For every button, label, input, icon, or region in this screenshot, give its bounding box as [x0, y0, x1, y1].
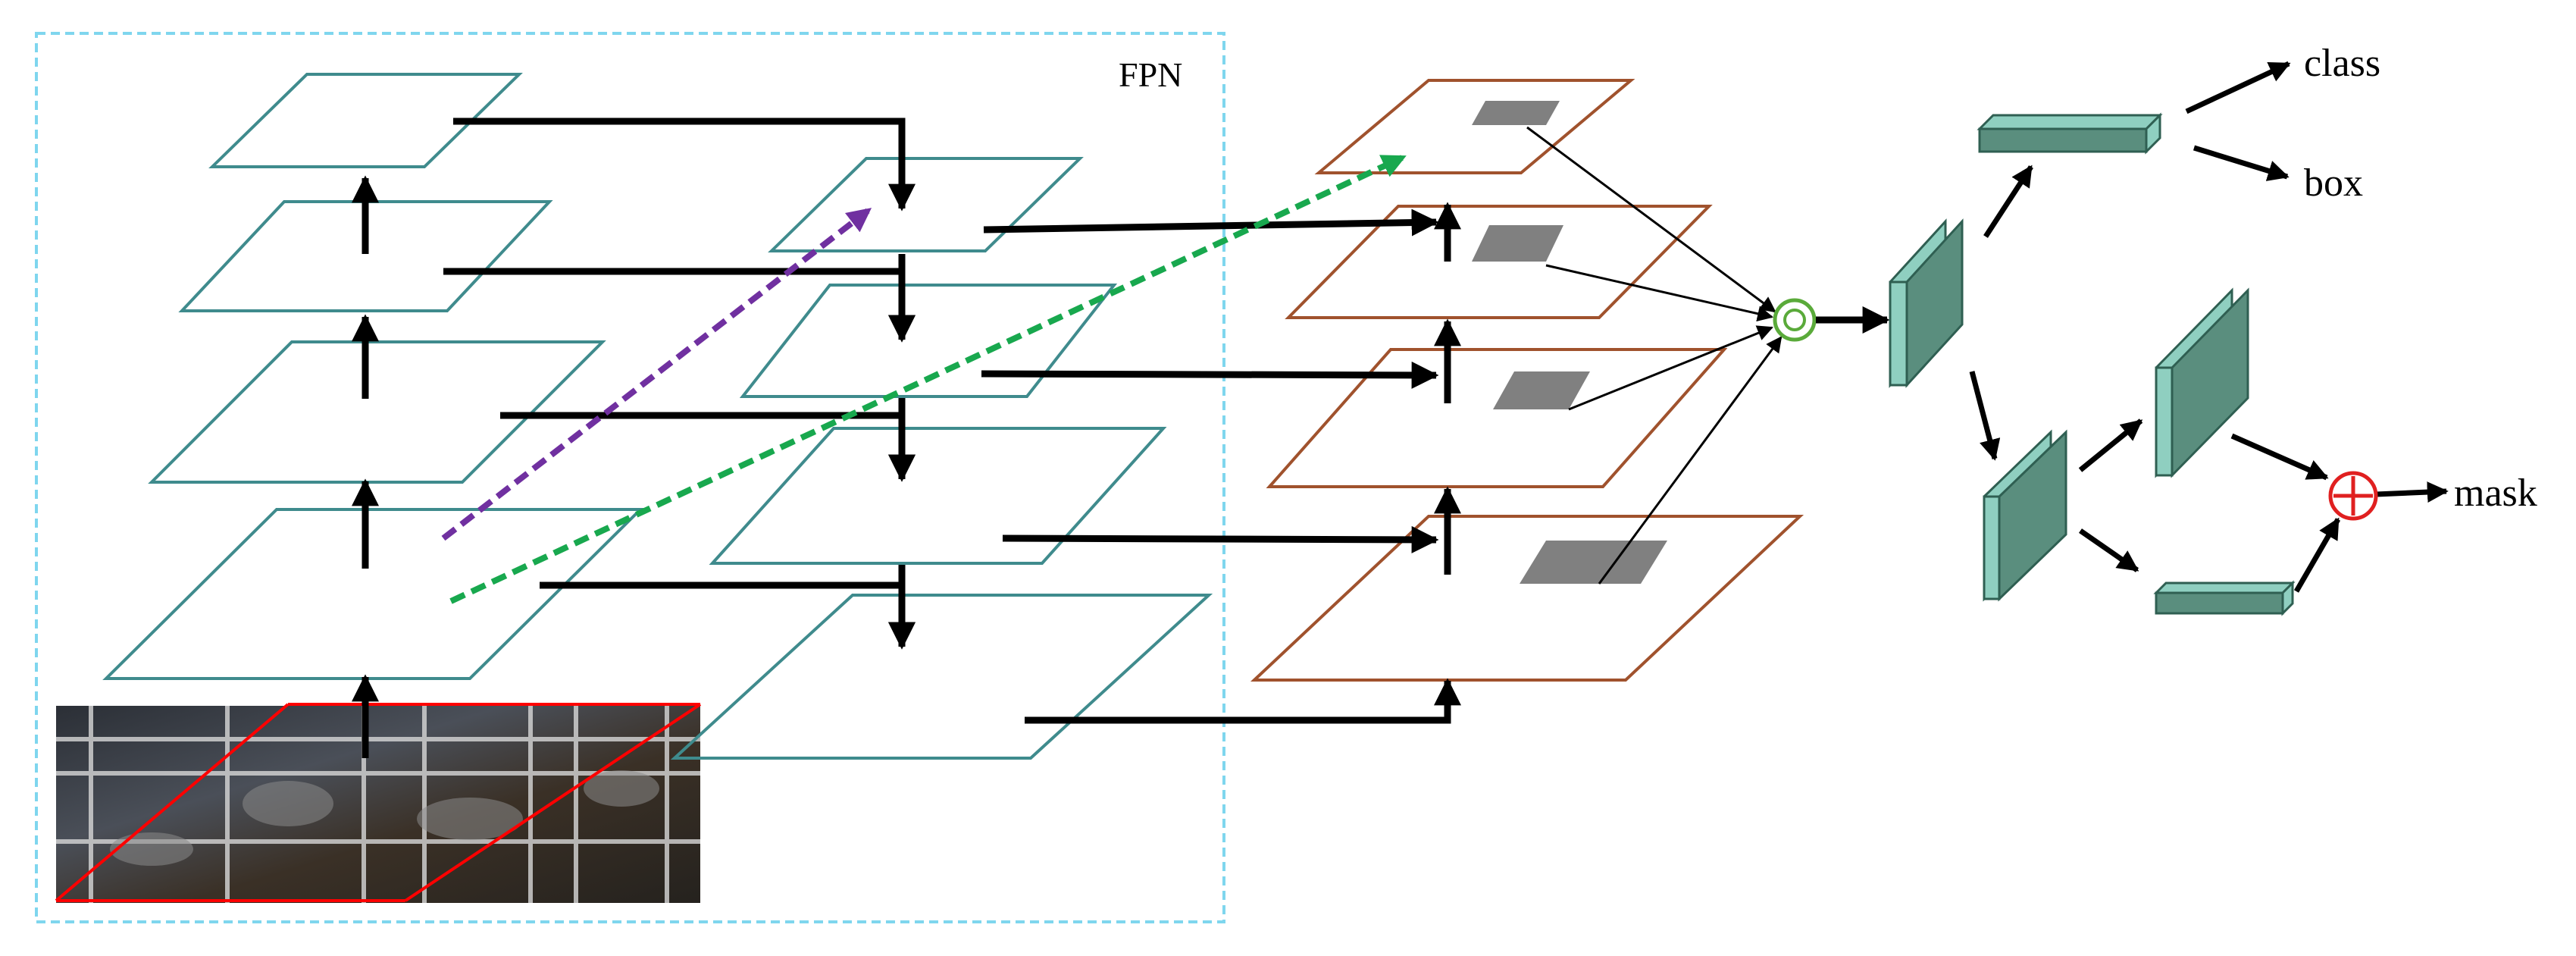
top-down-level-2 — [709, 427, 1167, 565]
roi-level-1 — [1250, 515, 1804, 682]
mask-conv-block — [2155, 287, 2249, 478]
lateral-connection-4 — [453, 118, 916, 212]
fpn-region-box — [35, 32, 1225, 923]
roi-patch-4 — [1472, 101, 1560, 125]
bottom-up-level-3 — [178, 200, 553, 312]
mask-branch-to-fc-arrow — [2079, 528, 2139, 572]
roi-level-3 — [1285, 205, 1713, 319]
feature-to-roi-arrow-1 — [1025, 678, 1461, 724]
feature-to-roi-arrow-3 — [981, 361, 1439, 389]
input-image — [55, 703, 702, 903]
bottom-up-path-green — [449, 155, 1407, 604]
lateral-connection-3 — [443, 268, 916, 343]
fc-to-box-arrow — [2193, 145, 2290, 181]
roi-patch-3 — [1472, 225, 1563, 262]
roi-patch-2 — [1493, 371, 1590, 409]
roi-to-fusion-1 — [1598, 336, 1783, 585]
mask-branch-to-conv-arrow — [2078, 418, 2143, 472]
mask-fc-block — [2153, 580, 2296, 616]
mask-feature-block — [1983, 429, 2067, 602]
add-to-mask-arrow — [2375, 481, 2449, 503]
roi-level-4 — [1314, 79, 1635, 174]
head-to-mask-branch-arrow — [1969, 371, 2001, 461]
conv-to-add-arrow — [2230, 433, 2329, 481]
image-plane-outline — [55, 703, 702, 902]
concentric-circle-icon — [1773, 298, 1817, 342]
class-label: class — [2304, 42, 2380, 85]
top-down-level-4 — [768, 157, 1084, 252]
feature-to-roi-arrow-4 — [983, 208, 1439, 237]
bottom-up-level-1 — [102, 508, 644, 680]
roi-to-fusion-2 — [1568, 325, 1773, 411]
fc-to-class-arrow — [2185, 61, 2291, 114]
top-down-level-3 — [739, 284, 1118, 398]
top-down-level-1 — [670, 594, 1213, 760]
roi-patch-1 — [1520, 541, 1667, 584]
box-label: box — [2304, 161, 2363, 205]
fc-block — [1977, 112, 2163, 155]
circle-plus-icon — [2328, 471, 2378, 521]
fpn-label: FPN — [1119, 55, 1182, 94]
bottom-up-level-4 — [208, 73, 523, 168]
bottom-up-path-purple — [441, 208, 872, 541]
feature-to-roi-arrow-2 — [1002, 525, 1439, 553]
fc-to-add-arrow — [2293, 517, 2341, 593]
roi-to-fusion-3 — [1545, 264, 1774, 322]
lateral-connection-1 — [540, 581, 916, 650]
mask-label: mask — [2454, 472, 2537, 515]
roi-feature-block — [1889, 218, 1964, 388]
roi-level-2 — [1266, 348, 1728, 488]
roi-to-fusion-4 — [1526, 126, 1776, 313]
head-to-fc-arrow — [1983, 165, 2033, 238]
